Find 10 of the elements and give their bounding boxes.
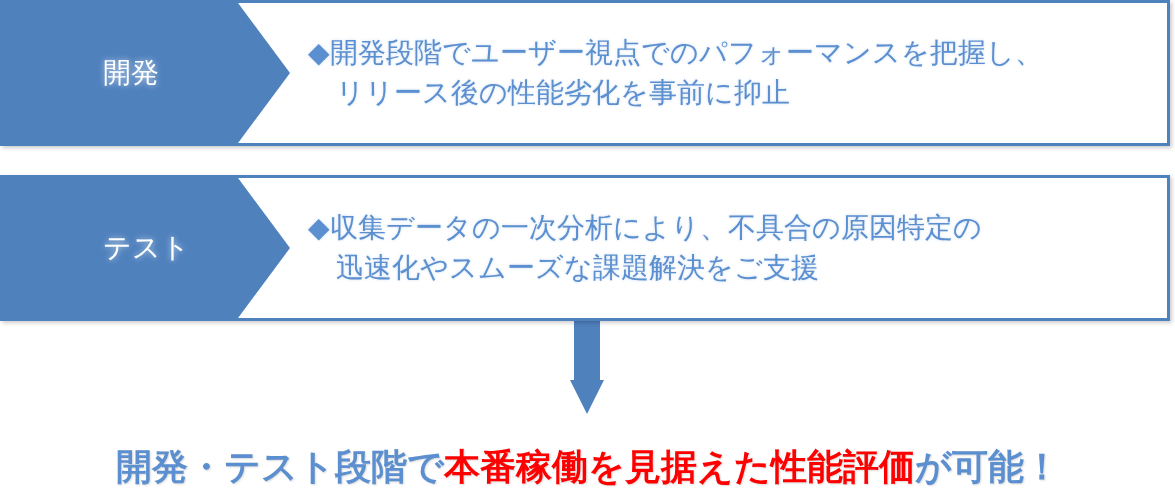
down-arrow <box>570 321 604 414</box>
stage-label: 開発 <box>103 55 159 91</box>
chevron-tab <box>3 178 290 318</box>
description-box <box>0 0 1170 146</box>
chevron-tab <box>3 3 290 143</box>
description-box <box>0 175 1170 321</box>
stage-label: テスト <box>103 230 190 266</box>
description-text: ◆収集データの一次分析により、不具合の原因特定の迅速化やスムーズな課題解決をご支援 <box>308 210 983 286</box>
conclusion-text: 開発・テスト段階で本番稼働を見据えた性能評価が可能！ <box>115 445 1060 489</box>
description-text: ◆開発段階でユーザー視点でのパフォーマンスを把握し、リリース後の性能劣化を事前に抑止 <box>308 35 1044 111</box>
